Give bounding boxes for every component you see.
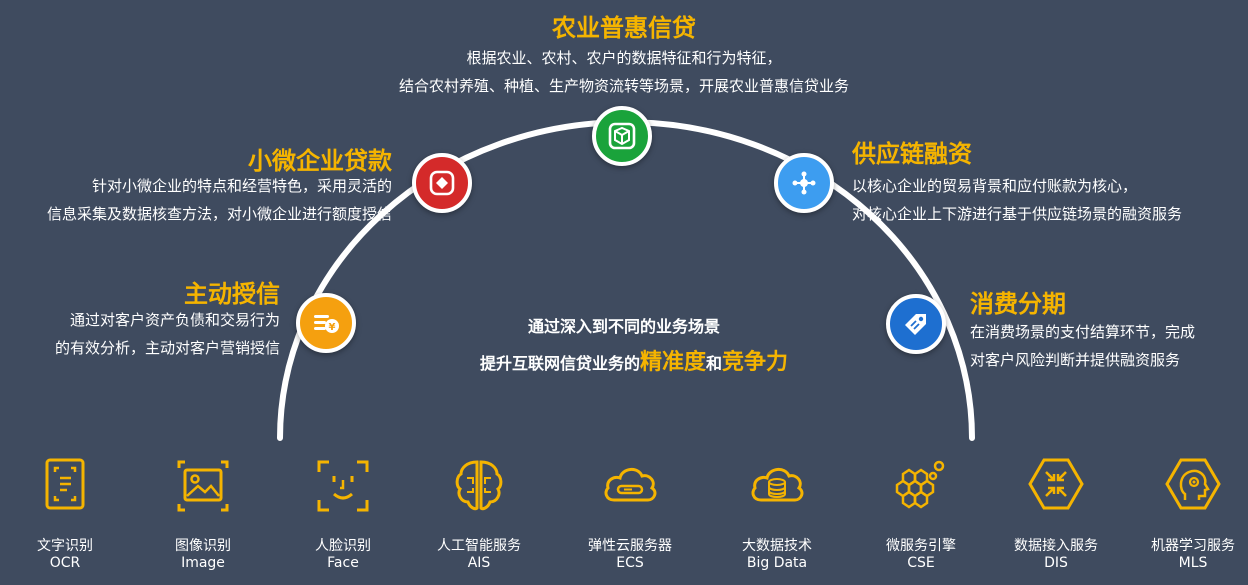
head-gear-icon [1165, 458, 1221, 510]
network-icon [792, 171, 816, 195]
service-name-zh: 图像识别 [175, 538, 231, 554]
center-line2: 提升互联网信贷业务的精准度和竞争力 [424, 344, 844, 376]
service-name-en: OCR [49, 555, 81, 571]
center-line1: 通过深入到不同的业务场景 [527, 317, 720, 336]
svg-text:¥: ¥ [329, 322, 336, 333]
service-name-zh: 弹性云服务器 [588, 538, 672, 554]
micro-description: 针对小微企业的特点和经营特色，采用灵活的 信息采集及数据核查方法，对小微企业进行… [2, 172, 392, 228]
center-line2-mid: 和 [706, 354, 723, 373]
highlight-precision: 精准度 [639, 350, 706, 375]
micro-title: 小微企业贷款 [248, 147, 392, 175]
brain-icon [455, 460, 503, 511]
service-name-en: CSE [907, 555, 935, 571]
hexagon-arrows-icon [1028, 458, 1084, 510]
service-name-zh: 机器学习服务 [1151, 538, 1235, 554]
service-name-zh: 人脸识别 [315, 538, 371, 554]
highlight-competitiveness: 竞争力 [722, 350, 789, 375]
agri-title: 农业普惠信贷 [552, 14, 696, 42]
service-name-en: MLS [1178, 555, 1208, 571]
consume-description: 在消费场景的支付结算环节，完成 对客户风险判断并提供融资服务 [970, 318, 1195, 374]
service-ocr: 文字识别 OCR [10, 454, 120, 572]
database-icon [751, 468, 804, 502]
service-name-zh: 文字识别 [37, 538, 93, 554]
cube-icon [608, 122, 636, 150]
service-image: 图像识别 Image [148, 454, 258, 572]
agri-description: 根据农业、农村、农户的数据特征和行为特征， 结合农村养殖、种植、生产物资流转等场… [324, 44, 924, 100]
service-name-en: ECS [616, 555, 644, 571]
micro-desc-line1: 针对小微企业的特点和经营特色，采用灵活的 [91, 177, 392, 195]
service-name-en: AIS [467, 555, 491, 571]
service-bigdata: 大数据技术 Big Data [722, 454, 832, 572]
service-name-zh: 人工智能服务 [437, 538, 521, 554]
supply-desc-line2: 对核心企业上下游进行基于供应链场景的融资服务 [852, 205, 1183, 223]
micro-desc-line2: 信息采集及数据核查方法，对小微企业进行额度授信 [46, 205, 392, 223]
agri-node [592, 106, 652, 166]
supply-title: 供应链融资 [852, 140, 972, 168]
active-title: 主动授信 [184, 280, 280, 308]
service-cse: 微服务引擎 CSE [866, 454, 976, 572]
service-name-zh: 数据接入服务 [1014, 538, 1098, 554]
agri-desc-line2: 结合农村养殖、种植、生产物资流转等场景，开展农业普惠信贷业务 [398, 77, 849, 95]
image-icon [177, 460, 229, 512]
center-line2-prefix: 提升互联网信贷业务的 [479, 354, 640, 373]
service-name-en: Image [181, 555, 225, 571]
face-icon [317, 460, 369, 512]
active-node: ¥ [296, 293, 356, 353]
consume-title: 消费分期 [970, 290, 1066, 318]
cloud-icon [604, 468, 657, 502]
service-dis: 数据接入服务 DIS [1001, 454, 1111, 572]
ocr-icon [45, 458, 85, 510]
service-name-en: DIS [1044, 555, 1068, 571]
supply-node [774, 153, 834, 213]
active-description: 通过对客户资产负债和交易行为 的有效分析，主动对客户营销授信 [2, 306, 280, 362]
supply-desc-line1: 以核心企业的贸易背景和应付账款为核心， [852, 177, 1138, 195]
active-desc-line2: 的有效分析，主动对客户营销授信 [54, 339, 280, 357]
diamond-icon [429, 170, 455, 196]
service-name-zh: 微服务引擎 [886, 538, 956, 554]
service-mls: 机器学习服务 MLS [1138, 454, 1248, 572]
micro-node [412, 153, 472, 213]
service-ecs: 弹性云服务器 ECS [575, 454, 685, 572]
service-face: 人脸识别 Face [288, 454, 398, 572]
consume-node [886, 294, 946, 354]
agri-desc-line1: 根据农业、农村、农户的数据特征和行为特征， [466, 49, 782, 67]
service-ais: 人工智能服务 AIS [424, 454, 534, 572]
supply-description: 以核心企业的贸易背景和应付账款为核心， 对核心企业上下游进行基于供应链场景的融资… [852, 172, 1182, 228]
consume-desc-line2: 对客户风险判断并提供融资服务 [970, 351, 1181, 369]
service-name-en: Big Data [746, 555, 808, 571]
service-name-zh: 大数据技术 [742, 538, 812, 554]
honeycomb-icon [895, 460, 945, 509]
active-desc-line1: 通过对客户资产负债和交易行为 [69, 311, 280, 329]
consume-desc-line1: 在消费场景的支付结算环节，完成 [970, 323, 1196, 341]
service-name-en: Face [327, 555, 359, 571]
coin-icon: ¥ [314, 315, 339, 333]
tag-icon [905, 314, 926, 335]
